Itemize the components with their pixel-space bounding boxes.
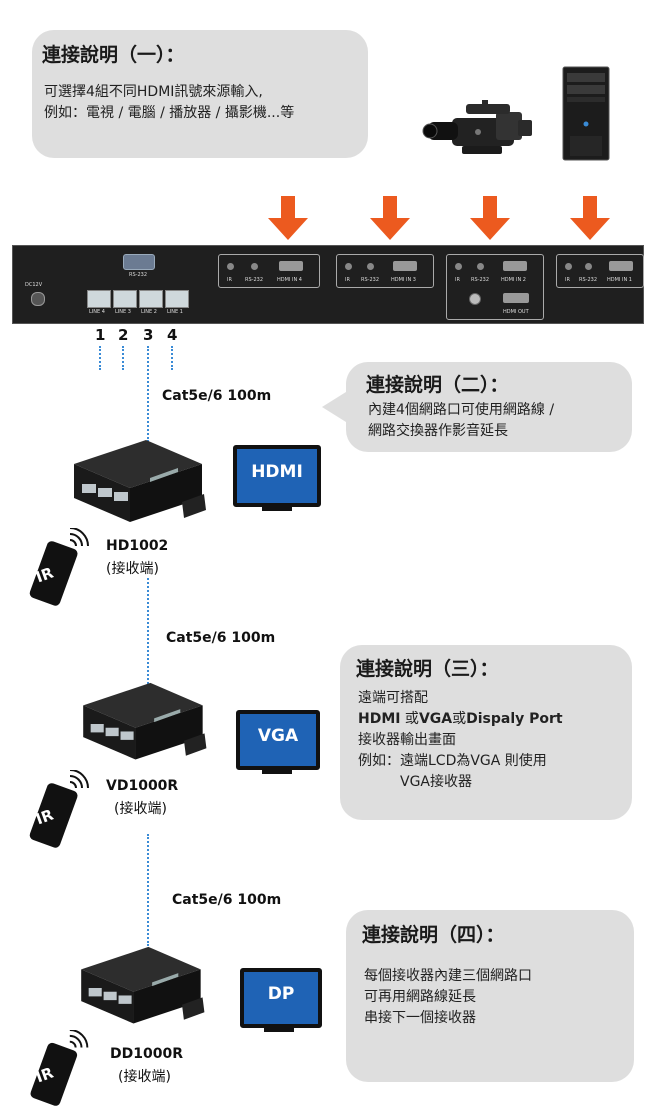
ir-remote-icon [29, 770, 89, 848]
hdmi-in-port [279, 261, 303, 271]
hdmi-in-label: HDMI IN 4 [277, 277, 302, 283]
hdmi-in-label: HDMI IN 1 [607, 277, 632, 283]
dc-power-port [31, 292, 45, 306]
monitor-hdmi-label: HDMI [251, 462, 303, 482]
monitor-vga-stand [262, 768, 292, 774]
audio-out-port [469, 293, 481, 305]
panel-3-body: 遠端可搭配 HDMI 或VGA或Dispaly Port 接收器輸出畫面 例如：… [358, 690, 563, 790]
hdmi-in-port [503, 261, 527, 271]
ir-label: IR [227, 277, 232, 283]
receiver-hd1002-device [74, 440, 206, 522]
panel-4-body: 每個接收器內建三個網路口 可再用網路線延長 串接下一個接收器 [364, 968, 532, 1026]
input-group-1: IR RS-232 HDMI IN 1 [556, 254, 644, 288]
rs232-port [477, 263, 484, 270]
receiver-vd1000r-device [83, 682, 207, 760]
cable-stub-4 [171, 346, 173, 370]
input-arrow-1 [570, 196, 610, 240]
receiver-3-subtitle: (接收端) [118, 1069, 171, 1085]
receiver-3-model: DD1000R [110, 1046, 183, 1062]
ir-label: IR [565, 277, 570, 283]
panel-4-title: 連接說明（四）： [362, 924, 505, 946]
ir-remote-icon [29, 528, 89, 606]
hdmi-switch-rear-panel: DC12V RS-232 LINE 4 LINE 3 LINE 2 LINE 1… [12, 245, 644, 324]
panel-2-title: 連接說明（二）： [366, 374, 509, 396]
rs232-top-label: RS-232 [129, 272, 147, 278]
receiver-2-model: VD1000R [106, 778, 179, 794]
panel-3-title: 連接說明（三）： [356, 658, 499, 680]
hdmi-in-label: HDMI IN 3 [391, 277, 416, 283]
cable-label-3: Cat5e/6 100m [172, 892, 282, 908]
rs232-port [251, 263, 258, 270]
hdmi-out-port [503, 293, 529, 303]
hdmi-out-label: HDMI OUT [503, 309, 529, 315]
instruction-panel-2 [346, 362, 632, 452]
instruction-panel-3 [340, 645, 632, 820]
rs232-label: RS-232 [471, 277, 489, 283]
panel-1-body: 可選擇4組不同HDMI訊號來源輸入, 例如：電視 / 電腦 / 播放器 / 攝影… [44, 84, 295, 121]
ir-port [227, 263, 234, 270]
instruction-panel-4 [346, 910, 634, 1082]
rs232-label: RS-232 [579, 277, 597, 283]
input-group-4: IR RS-232 HDMI IN 4 [218, 254, 320, 288]
video-camera-icon [422, 100, 532, 154]
cable-line-to-receiver-1 [147, 346, 149, 442]
input-group-2: IR RS-232 HDMI IN 2 HDMI OUT [446, 254, 544, 320]
cable-stub-1 [99, 346, 101, 370]
receiver-1-model: HD1002 [106, 538, 169, 554]
rs232-port [367, 263, 374, 270]
line-number-3: 3 [143, 326, 154, 344]
ir-label: IR [345, 277, 350, 283]
panel-1-title: 連接說明（一）： [42, 44, 185, 66]
hdmi-in-port [393, 261, 417, 271]
cable-label-1: Cat5e/6 100m [162, 388, 272, 404]
cable-label-2: Cat5e/6 100m [166, 630, 276, 646]
lan-label-2: LINE 2 [141, 309, 157, 315]
input-arrow-4 [268, 196, 308, 240]
ir-port [565, 263, 572, 270]
panel-2-pointer [322, 392, 346, 422]
lan-port-4 [87, 290, 111, 308]
rs232-label: RS-232 [361, 277, 379, 283]
line-number-4: 4 [167, 326, 178, 344]
receiver-1-subtitle: (接收端) [106, 561, 159, 577]
ir-label: IR [455, 277, 460, 283]
ir-port [345, 263, 352, 270]
lan-label-4: LINE 4 [89, 309, 105, 315]
monitor-hdmi-stand [262, 505, 292, 511]
monitor-vga-label: VGA [257, 726, 299, 746]
hdmi-in-port [609, 261, 633, 271]
input-arrow-3 [370, 196, 410, 240]
cable-line-to-receiver-2 [147, 578, 149, 688]
instruction-panel-1 [32, 30, 368, 158]
panel-2-body: 內建4個網路口可使用網路線 / 網路交換器作影音延長 [368, 402, 555, 439]
ir-port [455, 263, 462, 270]
rs232-db9-port [123, 254, 155, 270]
lan-port-1 [165, 290, 189, 308]
line-number-2: 2 [118, 326, 129, 344]
input-arrow-2 [470, 196, 510, 240]
hdmi-in-label: HDMI IN 2 [501, 277, 526, 283]
lan-port-3 [113, 290, 137, 308]
ir-remote-icon [30, 1030, 89, 1106]
cable-line-to-receiver-3 [147, 834, 149, 946]
rs232-label: RS-232 [245, 277, 263, 283]
dc-label: DC12V [25, 282, 43, 288]
lan-port-2 [139, 290, 163, 308]
receiver-dd1000r-device [81, 946, 205, 1024]
cable-stub-2 [122, 346, 124, 370]
monitor-hdmi [233, 445, 321, 507]
receiver-2-subtitle: (接收端) [114, 801, 167, 817]
line-number-1: 1 [95, 326, 106, 344]
lan-label-3: LINE 3 [115, 309, 131, 315]
input-group-3: IR RS-232 HDMI IN 3 [336, 254, 434, 288]
lan-label-1: LINE 1 [167, 309, 183, 315]
monitor-dp-stand [264, 1026, 294, 1032]
monitor-dp-label: DP [267, 984, 295, 1004]
rs232-port [585, 263, 592, 270]
computer-tower-icon [562, 66, 610, 161]
